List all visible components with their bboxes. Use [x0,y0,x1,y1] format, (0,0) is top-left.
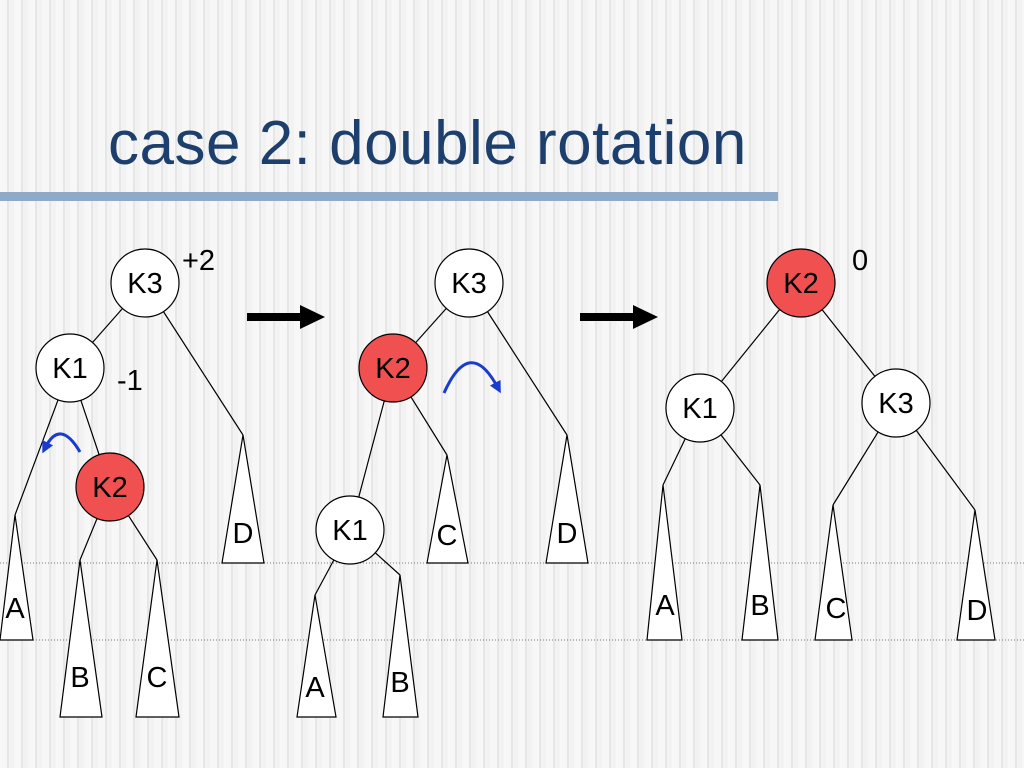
subtree-d-triangle [956,509,996,641]
subtree-b-triangle [741,484,779,641]
subtree-c-triangle [814,504,853,641]
subtree-a-triangle [296,594,337,718]
subtree-d-triangle [221,434,265,564]
curved-arrow-icon [442,361,501,394]
curved-arrow-icon [42,432,82,454]
balance-factor-k1: -1 [117,365,143,397]
node-k2-highlight [358,333,428,403]
node-k2-label: K2 [783,268,818,300]
right-arrow-icon [247,305,325,329]
subtree-a-label: A [655,590,675,622]
node-k3 [110,248,180,318]
subtree-d-label: D [233,518,254,550]
subtree-b-label: B [390,667,409,699]
subtree-d-triangle [545,434,589,564]
subtree-b-triangle [59,559,103,718]
node-k3-label: K3 [127,268,162,300]
node-k2-label: K2 [375,353,410,385]
balance-factor-k2: 0 [852,245,868,277]
node-k1 [315,495,385,565]
node-k3-label: K3 [451,268,486,300]
subtree-b-label: B [750,590,769,622]
subtree-c-label: C [437,520,458,552]
balance-factor-k3: +2 [182,245,215,277]
node-k1 [35,333,105,403]
subtree-b-triangle [382,574,419,718]
node-k3-label: K3 [878,388,913,420]
subtree-a-label: A [305,672,325,704]
subtree-d-label: D [557,518,578,550]
subtree-c-label: C [826,593,847,625]
subtree-c-triangle [135,559,180,718]
subtree-c-label: C [147,662,168,694]
node-k2-highlight [75,452,145,522]
node-k1-label: K1 [52,353,87,385]
subtree-a-triangle [646,484,683,641]
subtree-d-label: D [967,595,988,627]
node-k2-label: K2 [92,472,127,504]
subtree-b-label: B [70,662,89,694]
subtree-c-triangle [426,454,469,564]
node-k1 [665,373,735,443]
subtree-a-triangle [0,514,34,641]
right-arrow-icon [580,305,658,329]
title-rule [0,192,778,201]
subtree-a-label: A [5,593,25,625]
node-k1-label: K1 [332,515,367,547]
tree-1 [14,282,244,561]
node-k2-highlight [766,248,836,318]
slide-title: case 2: double rotation [108,109,747,178]
node-k3 [861,368,931,438]
node-k1-label: K1 [682,393,717,425]
node-k3 [434,248,504,318]
